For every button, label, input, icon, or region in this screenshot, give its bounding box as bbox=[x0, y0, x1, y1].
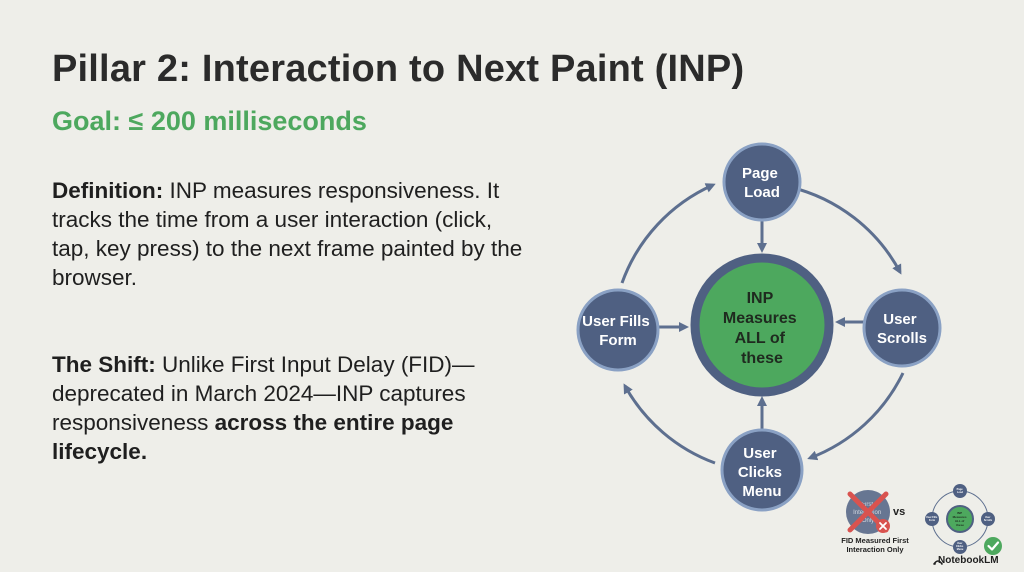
mini-node-top bbox=[953, 484, 967, 498]
center-node bbox=[690, 253, 834, 397]
arrow-scrolls-to-clicks bbox=[807, 372, 905, 461]
node-user-scrolls-line-2: Scrolls bbox=[877, 330, 927, 347]
mini-center-line-1: INP bbox=[957, 511, 962, 515]
fid-blur-line-3: Only bbox=[862, 518, 874, 524]
notebooklm-logo-icon bbox=[933, 560, 943, 565]
node-user-scrolls-line-1: User bbox=[883, 311, 917, 328]
node-user-clicks-menu-line-2: Clicks bbox=[738, 464, 782, 481]
svg-text:Page Load: Page Load bbox=[742, 165, 782, 201]
mini-node-top-line-1: Page bbox=[957, 488, 964, 491]
mini-node-top-line-2: Load bbox=[957, 491, 963, 494]
node-page-load-line-1: Page bbox=[742, 165, 778, 182]
mini-node-left-line-1: User Fills bbox=[926, 516, 938, 519]
node-page-load bbox=[722, 142, 802, 222]
goal-subtitle: Goal: ≤ 200 milliseconds bbox=[52, 106, 367, 136]
inp-cycle-diagram: INP Measures ALL of these Page Load User… bbox=[576, 142, 942, 512]
shift-emphasis: across the entire page lifecycle. bbox=[52, 410, 454, 464]
svg-text:User Scrolls: User Scrolls bbox=[877, 311, 927, 347]
mini-node-bottom bbox=[953, 540, 967, 554]
fid-vs-inp-inset: First Interaction Only INP Measures ALL … bbox=[846, 484, 1002, 565]
mini-node-bottom-line-3: Menu bbox=[957, 548, 964, 551]
center-line-3: ALL of bbox=[735, 330, 786, 347]
svg-text:INP Measures ALL o: INP Measures ALL of these bbox=[953, 511, 968, 527]
mini-node-bottom-line-1: User bbox=[957, 542, 963, 545]
center-line-1: INP bbox=[747, 290, 774, 307]
shift-paragraph: The Shift: Unlike First Input Delay (FID… bbox=[52, 350, 532, 466]
fid-cross-b bbox=[847, 491, 889, 533]
svg-text:User Fills Form: User Fills Form bbox=[926, 516, 938, 522]
mini-node-right bbox=[981, 512, 995, 526]
shift-text: Unlike First Input Delay (FID)—deprecate… bbox=[52, 352, 475, 435]
arrow-clicks-to-form bbox=[623, 383, 716, 465]
svg-text:User Fills Form: User Fills Form bbox=[582, 313, 654, 349]
center-line-4: these bbox=[741, 350, 783, 367]
arrow-form-to-load bbox=[620, 183, 716, 284]
center-line-2: Measures bbox=[723, 310, 797, 327]
node-user-clicks-menu bbox=[720, 428, 804, 512]
mini-node-right-line-2: Scrolls bbox=[984, 519, 993, 522]
definition-text: INP measures responsiveness. It tracks t… bbox=[52, 178, 523, 290]
vs-label: vs bbox=[893, 506, 906, 518]
x-icon bbox=[879, 522, 887, 530]
mini-center-line-3: ALL of bbox=[955, 519, 964, 523]
fid-blur-line-1: First bbox=[861, 502, 873, 508]
slide-title: Pillar 2: Interaction to Next Paint (INP… bbox=[52, 48, 745, 90]
mini-node-left-line-2: Form bbox=[929, 519, 936, 522]
shift-label: The Shift: bbox=[52, 352, 156, 377]
svg-text:User Scrolls: User Scrolls bbox=[984, 516, 993, 522]
fid-caption: FID Measured First Interaction Only bbox=[841, 536, 909, 554]
definition-label: Definition: bbox=[52, 178, 164, 203]
node-user-clicks-menu-line-3: Menu bbox=[742, 483, 781, 500]
mini-node-right-line-1: User bbox=[985, 516, 991, 519]
node-user-fills-form bbox=[576, 288, 660, 372]
node-user-clicks-menu-line-1: User bbox=[743, 445, 777, 462]
node-page-load-line-2: Load bbox=[744, 184, 780, 201]
mini-center-node bbox=[946, 505, 974, 533]
svg-text:User Clicks Menu: User Clicks Menu bbox=[956, 542, 964, 551]
mini-inp-diagram: INP Measures ALL of these Page Load User… bbox=[925, 484, 995, 554]
node-user-fills-form-line-2: Form bbox=[599, 332, 637, 349]
node-user-scrolls bbox=[862, 288, 942, 368]
check-badge bbox=[984, 537, 1002, 555]
node-user-fills-form-line-1: User Fills bbox=[582, 313, 650, 330]
mini-center-line-2: Measures bbox=[953, 515, 967, 519]
svg-text:Page Load: Page Load bbox=[957, 488, 964, 494]
check-icon bbox=[987, 541, 1000, 551]
svg-text:User Clicks Menu: User Clicks Menu bbox=[738, 445, 786, 500]
mini-node-left bbox=[925, 512, 939, 526]
brand-label: NotebookLM bbox=[938, 555, 999, 566]
definition-paragraph: Definition: INP measures responsiveness.… bbox=[52, 176, 532, 292]
arrow-load-to-scrolls bbox=[789, 185, 902, 275]
mini-center-line-4: these bbox=[956, 523, 964, 527]
svg-text:INP Measures ALL of: INP Measures ALL of these bbox=[723, 290, 801, 367]
mini-node-bottom-line-2: Clicks bbox=[956, 545, 964, 548]
